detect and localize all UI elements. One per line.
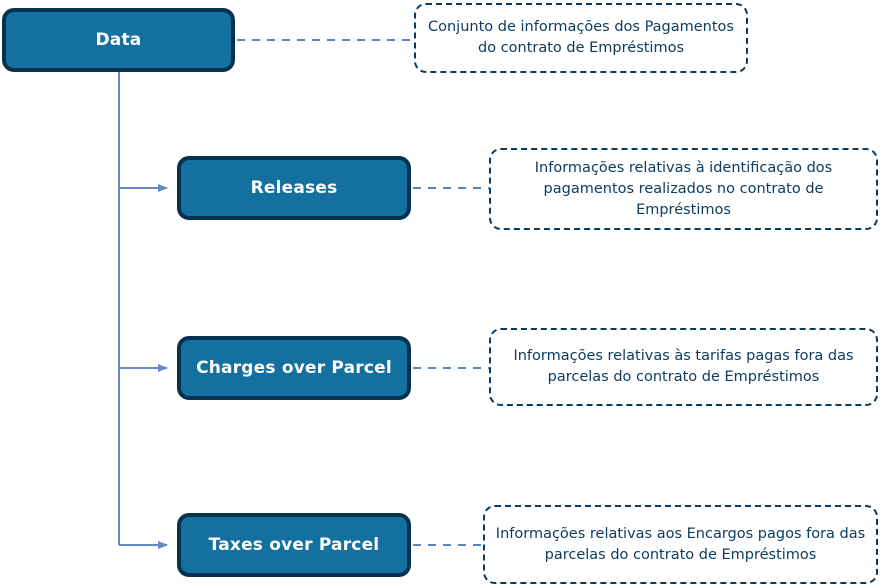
node-data-label: Data	[95, 30, 142, 50]
note-charges-over-parcel-text: Informações relativas às tarifas pagas f…	[513, 348, 854, 385]
note-releases-text: Informações relativas à identificação do…	[534, 159, 833, 218]
note-charges-over-parcel: Informações relativas às tarifas pagas f…	[489, 328, 878, 406]
node-releases[interactable]: Releases	[177, 156, 411, 220]
note-data-text: Conjunto de informações dos Pagamentos d…	[428, 19, 734, 56]
node-releases-label: Releases	[250, 178, 338, 198]
node-charges-over-parcel-label: Charges over Parcel	[196, 358, 392, 378]
note-taxes-over-parcel: Informações relativas aos Encargos pagos…	[483, 505, 878, 584]
note-taxes-over-parcel-text: Informações relativas aos Encargos pagos…	[495, 525, 866, 563]
note-data: Conjunto de informações dos Pagamentos d…	[414, 3, 748, 73]
node-taxes-over-parcel-label: Taxes over Parcel	[208, 535, 380, 555]
note-releases: Informações relativas à identificação do…	[489, 148, 878, 230]
node-charges-over-parcel[interactable]: Charges over Parcel	[177, 336, 411, 400]
node-data[interactable]: Data	[2, 8, 235, 72]
node-taxes-over-parcel[interactable]: Taxes over Parcel	[177, 513, 411, 577]
